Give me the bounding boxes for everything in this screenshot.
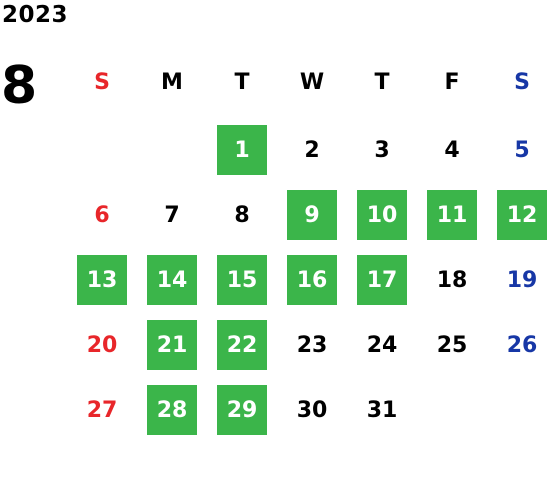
day-cell-highlighted[interactable]: 16 bbox=[287, 255, 337, 305]
day-cell-highlighted[interactable]: 29 bbox=[217, 385, 267, 435]
day-cell[interactable]: 19 bbox=[506, 267, 538, 293]
weekday-header: T bbox=[374, 69, 390, 95]
day-cell[interactable]: 8 bbox=[234, 202, 250, 228]
day-cell[interactable]: 18 bbox=[436, 267, 468, 293]
day-cell[interactable]: 30 bbox=[296, 397, 328, 423]
day-cell[interactable]: 31 bbox=[366, 397, 398, 423]
day-cell-highlighted[interactable]: 14 bbox=[147, 255, 197, 305]
year-label: 2023 bbox=[2, 2, 69, 28]
day-cell-highlighted[interactable]: 10 bbox=[357, 190, 407, 240]
day-cell[interactable]: 2 bbox=[304, 137, 320, 163]
day-cell-highlighted[interactable]: 15 bbox=[217, 255, 267, 305]
day-cell[interactable]: 20 bbox=[86, 332, 118, 358]
day-cell[interactable]: 24 bbox=[366, 332, 398, 358]
day-cell-highlighted[interactable]: 11 bbox=[427, 190, 477, 240]
weekday-header: S bbox=[514, 69, 530, 95]
day-cell-highlighted[interactable]: 9 bbox=[287, 190, 337, 240]
weekday-header: W bbox=[299, 69, 325, 95]
weekday-header: S bbox=[94, 69, 110, 95]
day-cell[interactable]: 27 bbox=[86, 397, 118, 423]
day-cell[interactable]: 3 bbox=[374, 137, 390, 163]
day-cell-highlighted[interactable]: 12 bbox=[497, 190, 547, 240]
day-cell[interactable]: 25 bbox=[436, 332, 468, 358]
month-number: 8 bbox=[1, 56, 38, 116]
day-cell[interactable]: 5 bbox=[514, 137, 530, 163]
day-cell[interactable]: 4 bbox=[444, 137, 460, 163]
weekday-header: T bbox=[234, 69, 250, 95]
day-cell-highlighted[interactable]: 28 bbox=[147, 385, 197, 435]
day-cell-highlighted[interactable]: 1 bbox=[217, 125, 267, 175]
day-cell[interactable]: 26 bbox=[506, 332, 538, 358]
day-cell-highlighted[interactable]: 21 bbox=[147, 320, 197, 370]
day-cell-highlighted[interactable]: 22 bbox=[217, 320, 267, 370]
weekday-header: M bbox=[161, 69, 183, 95]
day-cell[interactable]: 23 bbox=[296, 332, 328, 358]
day-cell[interactable]: 7 bbox=[164, 202, 180, 228]
day-cell-highlighted[interactable]: 17 bbox=[357, 255, 407, 305]
day-cell-highlighted[interactable]: 13 bbox=[77, 255, 127, 305]
day-cell[interactable]: 6 bbox=[94, 202, 110, 228]
weekday-header: F bbox=[444, 69, 460, 95]
